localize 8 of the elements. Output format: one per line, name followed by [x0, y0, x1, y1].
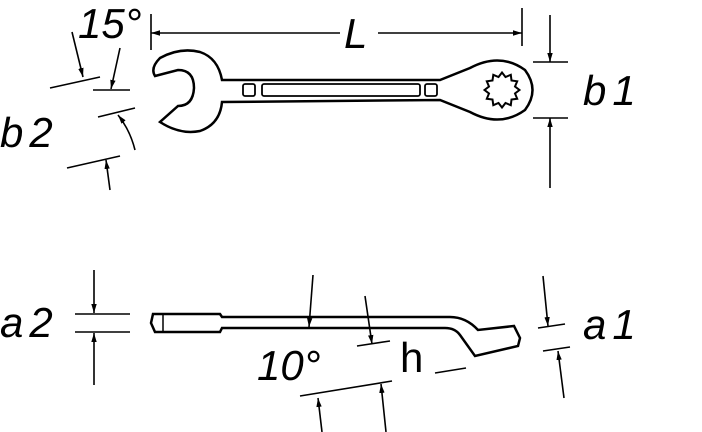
- dimension-label: a1: [583, 304, 642, 346]
- dimension-label: L: [344, 13, 374, 55]
- dimension-label: b2: [0, 112, 59, 154]
- angle-label: 15°: [78, 3, 142, 45]
- dimension-label: h: [400, 337, 430, 379]
- dimension-label: a2: [0, 302, 59, 344]
- angle-label: 10°: [257, 345, 321, 387]
- dimension-label: b1: [583, 70, 642, 112]
